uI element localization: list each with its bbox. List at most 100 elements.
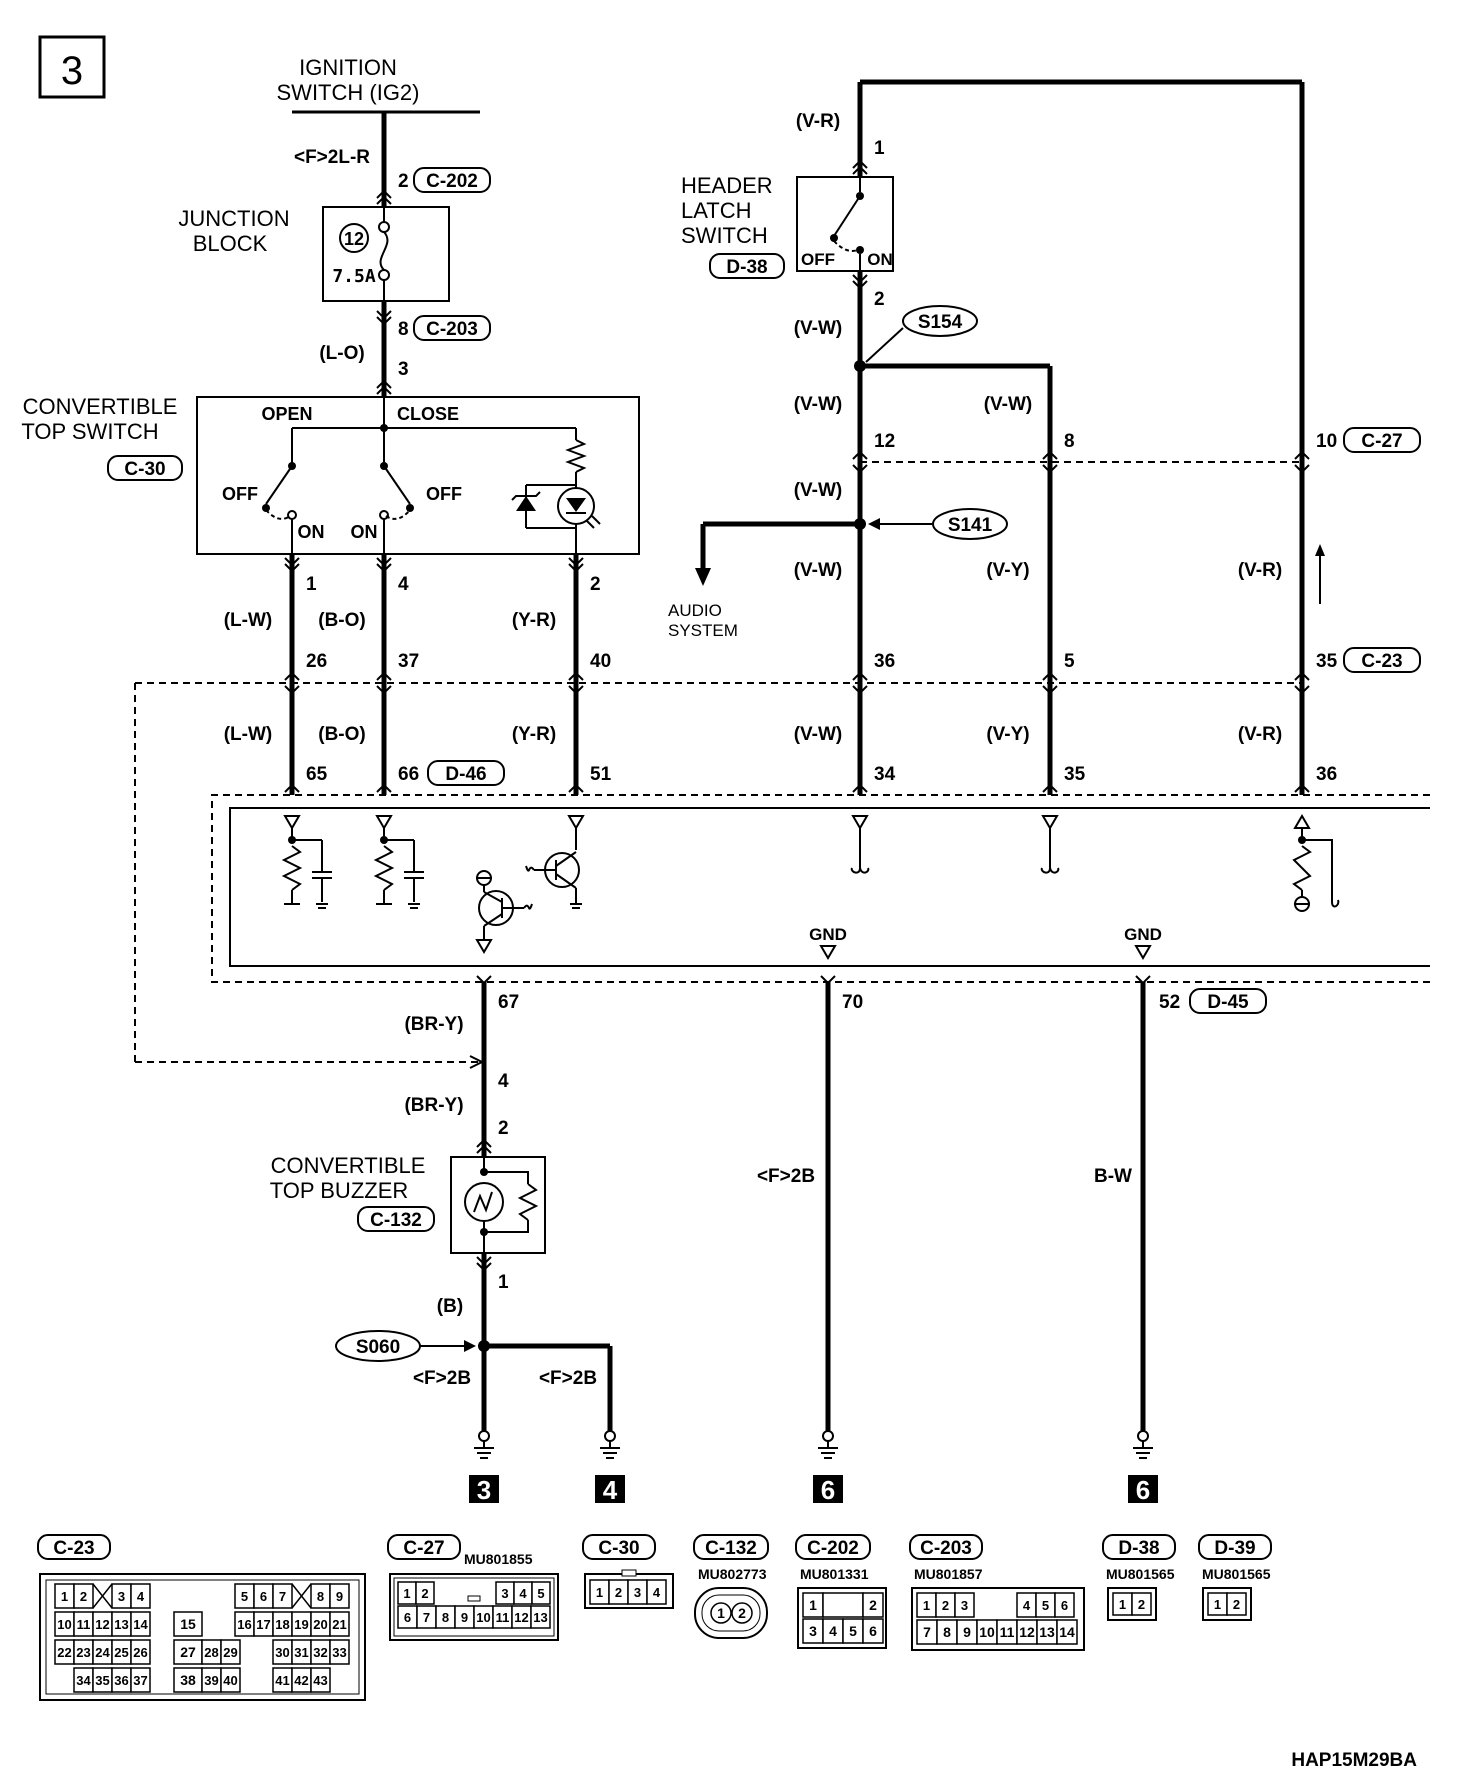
connector-pin-cell xyxy=(530,1605,551,1629)
output-terminal-icon xyxy=(1293,814,1311,829)
connector-pin-number: 1 xyxy=(61,1589,68,1604)
connector-pin-number: 19 xyxy=(294,1617,308,1632)
pin-c27-12: 12 xyxy=(874,431,895,452)
pin-c23-40: 40 xyxy=(590,651,611,672)
connector-pin-cell xyxy=(173,1611,203,1637)
internal-wire xyxy=(850,828,870,874)
header-latch-label: HEADER xyxy=(681,173,773,198)
control-unit-body xyxy=(229,807,1430,967)
fuse-number-circle xyxy=(339,223,369,253)
connector-pin-number: 11 xyxy=(77,1617,91,1632)
connector-blank-cavity xyxy=(92,1583,113,1609)
pin-latch-1: 1 xyxy=(874,138,885,159)
connector-pin-number: 43 xyxy=(313,1673,327,1688)
ground-point-6: 6 xyxy=(813,1430,843,1505)
connector-pin-number: 35 xyxy=(95,1673,109,1688)
connector-pin-cell xyxy=(130,1611,151,1637)
connector-pin-cell xyxy=(329,1583,350,1609)
connector-pin-number: 14 xyxy=(133,1617,148,1632)
connector-pin-number: 4 xyxy=(1023,1598,1031,1613)
resistor-icon xyxy=(565,439,587,473)
connector-pin-cell xyxy=(646,1579,667,1605)
pin-c23-5: 5 xyxy=(1064,651,1075,672)
connector-ref-d45: D-45 xyxy=(1207,992,1249,1013)
pin-d46-35: 35 xyxy=(1064,764,1086,785)
connector-blank-cavity xyxy=(291,1583,312,1609)
zener-diode-icon xyxy=(516,496,536,511)
wire-color-lw: (L-W) xyxy=(224,724,273,745)
switch-off-label: OFF xyxy=(426,484,462,504)
connector-pin-number: 27 xyxy=(180,1644,196,1660)
wire-color-f2b: <F>2B xyxy=(757,1166,815,1187)
document-code: HAP15M29BA xyxy=(1291,1750,1417,1771)
internal-wire xyxy=(1302,839,1340,908)
connector-pin-number: 3 xyxy=(634,1585,641,1600)
connector-view-c23: C-23 xyxy=(53,1538,94,1559)
input-terminal-icon xyxy=(851,815,869,830)
connector-pin-number: 21 xyxy=(332,1617,346,1632)
zener-bar xyxy=(511,491,541,501)
connector-pin-number: 33 xyxy=(332,1645,346,1660)
pin-d46-34: 34 xyxy=(874,764,896,785)
connector-pin-number: 8 xyxy=(442,1610,449,1625)
connector-pin-cell xyxy=(1054,1592,1075,1618)
switch-linkage xyxy=(265,509,411,520)
ground-number: 3 xyxy=(477,1475,491,1505)
connector-view-label-box xyxy=(1198,1534,1272,1560)
connector-pin-cell xyxy=(329,1611,350,1637)
wire-color-vw: (V-W) xyxy=(794,318,843,339)
wire-color-bw: B-W xyxy=(1094,1166,1132,1187)
pin-c23-36: 36 xyxy=(874,651,895,672)
wire-color-yr: (Y-R) xyxy=(512,724,556,745)
pin-d45-70: 70 xyxy=(842,992,863,1013)
switch-blade-close xyxy=(383,465,411,505)
buzzer-icon xyxy=(464,1182,504,1222)
connector-pin-number: 10 xyxy=(979,1624,995,1640)
splice-s141: S141 xyxy=(948,515,993,536)
connector-chevron xyxy=(476,1138,492,1154)
switch-off-label: OFF xyxy=(222,484,258,504)
latch-linkage xyxy=(833,240,859,252)
switch-close-label: CLOSE xyxy=(397,404,459,424)
pin-latch-2: 2 xyxy=(874,289,885,310)
connector-part-no: MU801331 xyxy=(800,1566,869,1582)
pin-c23-35: 35 xyxy=(1316,651,1338,672)
output-terminal-icon xyxy=(475,939,493,954)
audio-arrow-icon xyxy=(695,568,711,586)
wire-color-vw: (V-W) xyxy=(794,480,843,501)
connector-pin-cell xyxy=(310,1667,331,1693)
connector-pin-cell xyxy=(1056,1619,1078,1645)
connector-pin-number: 11 xyxy=(1000,1624,1015,1640)
resistor-icon xyxy=(281,845,303,891)
connector-pin-number: 5 xyxy=(537,1586,544,1601)
wire-color-vw: (V-W) xyxy=(984,394,1033,415)
connector-pin-number: 6 xyxy=(869,1623,877,1639)
wire-color-vr: (V-R) xyxy=(1238,560,1282,581)
wire-color-yr: (Y-R) xyxy=(512,610,556,631)
connector-part-no: MU801565 xyxy=(1106,1566,1175,1582)
ground-number: 6 xyxy=(1136,1475,1150,1505)
connector-view-d39: D-39 xyxy=(1214,1538,1255,1559)
connector-pin-number: 42 xyxy=(294,1673,308,1688)
pin-d46-65: 65 xyxy=(306,764,328,785)
connector-pin-number: 28 xyxy=(204,1645,218,1660)
connector-pin-number: 1 xyxy=(403,1586,410,1601)
connector-pin-cell xyxy=(415,1581,435,1605)
connector-view-d38: D-38 xyxy=(1118,1538,1159,1559)
connector-pin-number: 26 xyxy=(133,1645,147,1660)
connector-chevron xyxy=(284,557,584,573)
connector-pin-number: 2 xyxy=(1138,1597,1145,1612)
buzzer-node xyxy=(480,1228,488,1236)
led-diode xyxy=(566,498,586,512)
connector-pin-number: 18 xyxy=(275,1617,289,1632)
connector-pin-number: 7 xyxy=(279,1589,286,1604)
wire-color-bo: (B-O) xyxy=(318,610,365,631)
connector-pin-number: 3 xyxy=(501,1586,508,1601)
connector-pin-number: 14 xyxy=(1059,1624,1075,1640)
connector-pin-number: 31 xyxy=(294,1645,308,1660)
buzzer-label-2: TOP BUZZER xyxy=(270,1178,409,1203)
wire-color-f2b: <F>2B xyxy=(539,1368,597,1389)
gnd-terminal-icon xyxy=(1134,945,1152,960)
